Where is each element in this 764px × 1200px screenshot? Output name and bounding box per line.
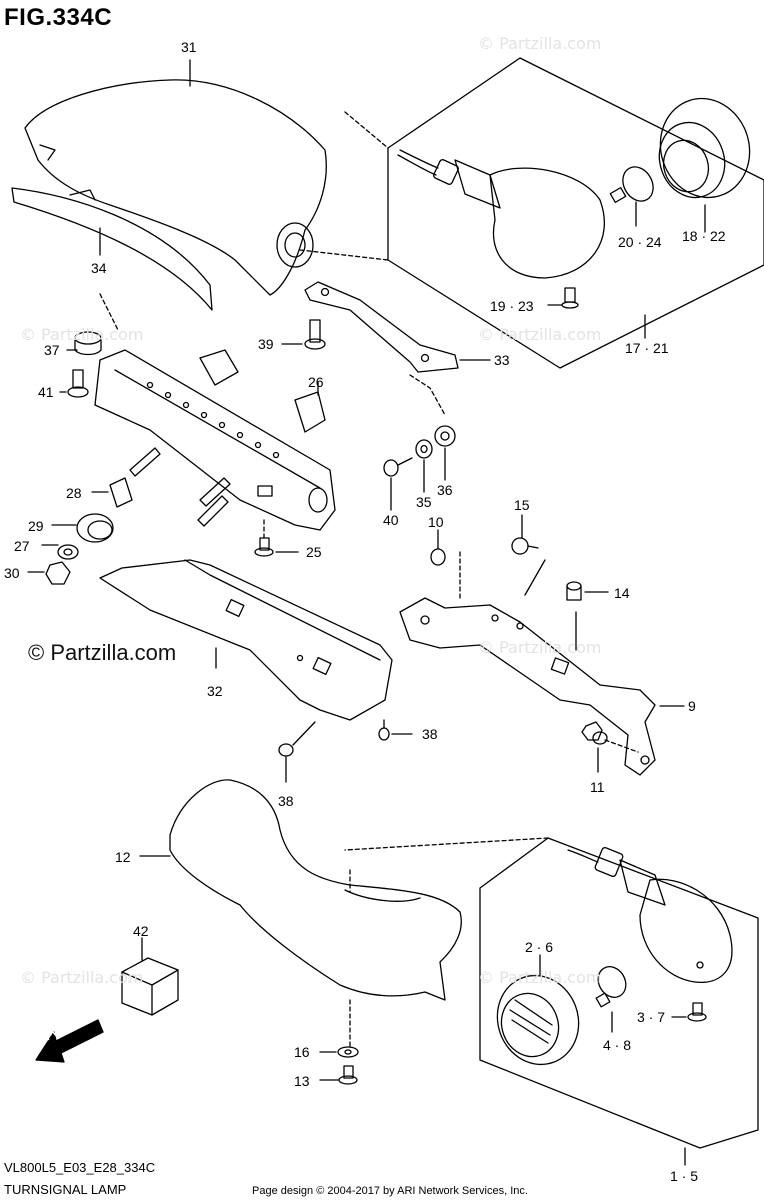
callout-20-24: 20 · 24 (618, 234, 662, 250)
callout-34: 34 (91, 260, 107, 276)
damper-36 (434, 425, 456, 481)
callout-28: 28 (66, 485, 82, 501)
callout-25: 25 (306, 544, 322, 560)
callout-17-21: 17 · 21 (625, 340, 669, 356)
watermark-faint: © Partzilla.com (478, 638, 602, 657)
washer-16 (319, 1046, 359, 1058)
front-lamp-housing (567, 847, 733, 984)
washer-11 (581, 721, 639, 773)
watermark-faint: © Partzilla.com (20, 325, 144, 344)
bolt-15 (511, 514, 546, 596)
callout-15: 15 (514, 497, 530, 513)
callout-29: 29 (28, 518, 44, 534)
bracket-frame-26 (94, 349, 336, 531)
lower-cover-12 (139, 779, 462, 1047)
front-lamp-screw (671, 1002, 707, 1022)
fender-cover-31 (24, 59, 327, 296)
nut-30 (27, 561, 71, 585)
callout-31: 31 (181, 39, 197, 55)
callout-2-6: 2 · 6 (525, 939, 554, 955)
screw-40 (383, 457, 413, 511)
callout-41: 41 (38, 384, 54, 400)
callout-13: 13 (294, 1073, 310, 1089)
relay-42 (121, 937, 179, 1016)
callout-19-23: 19 · 23 (490, 298, 534, 314)
callout-11: 11 (590, 779, 605, 795)
callout-3-7: 3 · 7 (637, 1009, 666, 1025)
callout-1-5: 1 · 5 (670, 1168, 699, 1184)
callout-33: 33 (494, 352, 510, 368)
fwd-arrow (35, 1019, 104, 1063)
washer-27 (41, 544, 79, 560)
figure-title: FIG.334C (4, 4, 113, 31)
copyright-text: Page design © 2004-2017 by ARI Network S… (252, 1185, 528, 1197)
bracket-32 (99, 559, 393, 721)
rear-bulb (609, 166, 654, 227)
callout-32: 32 (207, 683, 223, 699)
stud-bolts (129, 447, 231, 527)
nut-10 (430, 529, 461, 601)
bolt-39 (281, 319, 326, 350)
fender-trim-34 (11, 187, 213, 311)
rear-lamp-housing (397, 149, 605, 279)
bracket-33 (304, 281, 491, 416)
callout-12: 12 (115, 849, 131, 865)
bracket-9 (399, 597, 685, 776)
callout-36: 36 (437, 482, 453, 498)
callout-39: 39 (258, 336, 274, 352)
washer-35 (415, 439, 433, 493)
spacer-28 (91, 477, 133, 508)
watermark-faint: © Partzilla.com (478, 34, 602, 53)
callout-38: 38 (278, 793, 294, 809)
grommet-29 (51, 513, 114, 543)
watermark-faint: © Partzilla.com (20, 968, 144, 987)
rear-lens (658, 97, 751, 233)
front-lens (496, 954, 580, 1066)
callout-18-22: 18 · 22 (682, 228, 726, 244)
watermark-main: © Partzilla.com (28, 640, 177, 665)
model-code: VL800L5_E03_E28_334C (4, 1160, 156, 1175)
callout-37: 37 (44, 342, 60, 358)
callout-27: 27 (14, 538, 30, 554)
callout-38: 38 (422, 726, 438, 742)
front-lamp-assembly-box (344, 837, 759, 1166)
screw-38 (278, 719, 413, 783)
damper-37 (66, 293, 119, 356)
front-bulb (595, 966, 627, 1033)
section-name: TURNSIGNAL LAMP (4, 1182, 127, 1197)
callout-35: 35 (416, 494, 432, 510)
callout-42: 42 (133, 923, 149, 939)
bolt-41 (59, 369, 89, 398)
callout-30: 30 (4, 565, 20, 581)
callout-40: 40 (383, 512, 399, 528)
rear-lamp-screw (547, 287, 579, 309)
callout-14: 14 (614, 585, 630, 601)
callout-10: 10 (428, 514, 444, 530)
callout-9: 9 (688, 698, 696, 714)
callout-4-8: 4 · 8 (603, 1037, 632, 1053)
rear-lamp-assembly-box (299, 57, 764, 369)
collar-14 (566, 581, 609, 601)
bolt-25 (254, 519, 299, 557)
watermark-faint: © Partzilla.com (478, 968, 602, 987)
screw-13 (319, 1065, 358, 1085)
watermark-faint: © Partzilla.com (478, 325, 602, 344)
callout-26: 26 (308, 374, 324, 390)
callout-16: 16 (294, 1044, 310, 1060)
